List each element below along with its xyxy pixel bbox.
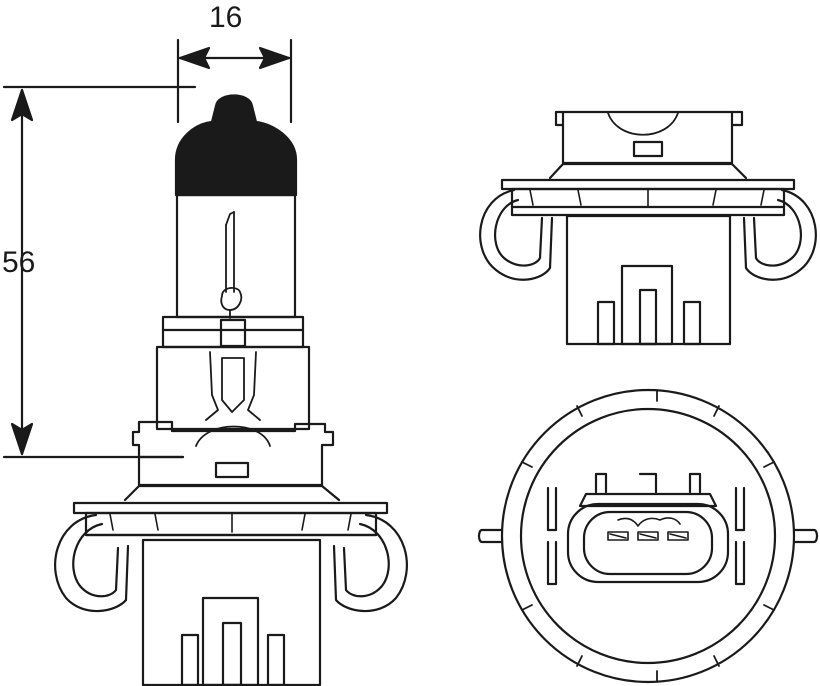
height-arrow bbox=[10, 88, 34, 456]
bottom-connector-outer bbox=[566, 502, 730, 584]
connector-center-pin-frame bbox=[201, 596, 260, 686]
bulb-neck bbox=[155, 345, 311, 431]
bottom-inner-ring bbox=[519, 407, 777, 665]
bottom-connector-terminals bbox=[607, 517, 689, 541]
bulb-base-plate bbox=[131, 420, 335, 487]
bulb-side-view bbox=[2, 38, 408, 686]
bulb-collar bbox=[161, 315, 305, 349]
bulb-collar-center bbox=[219, 318, 247, 348]
bottom-connector-latch bbox=[578, 472, 718, 508]
bulb-black-tip bbox=[174, 94, 298, 197]
rear-pin-right bbox=[682, 300, 702, 346]
rear-top-cap bbox=[554, 110, 744, 165]
width-arrow bbox=[178, 46, 291, 70]
side-hook-left bbox=[54, 513, 130, 613]
rear-flange bbox=[500, 178, 796, 191]
connector-pin-center bbox=[221, 621, 243, 686]
base-plate-slot bbox=[214, 461, 250, 479]
rear-top-slot bbox=[632, 140, 664, 158]
bottom-tab-left bbox=[477, 486, 558, 586]
connector-housing bbox=[141, 538, 322, 686]
connector-pin-right bbox=[266, 633, 286, 686]
bulb-flange bbox=[72, 501, 389, 515]
rear-pin-left bbox=[596, 300, 616, 346]
bulb-filament bbox=[220, 211, 243, 319]
bulb-glass bbox=[175, 193, 297, 319]
retaining-clip bbox=[205, 351, 261, 421]
width-dimension-label: 16 bbox=[209, 1, 243, 34]
bulb-bottom-view bbox=[477, 388, 819, 684]
side-hook-right bbox=[332, 513, 408, 613]
rear-connector-housing bbox=[565, 214, 732, 346]
bottom-tab-right bbox=[734, 486, 819, 586]
connector-pin-left bbox=[180, 633, 200, 686]
rear-pin-center bbox=[638, 288, 658, 346]
height-dimension-label: 56 bbox=[2, 246, 36, 279]
rear-hook-left bbox=[479, 188, 554, 281]
rear-hook-right bbox=[742, 188, 817, 281]
bottom-connector-inner bbox=[582, 510, 714, 576]
bulb-rear-side-view bbox=[479, 110, 817, 346]
bottom-outer-ring bbox=[500, 388, 796, 684]
